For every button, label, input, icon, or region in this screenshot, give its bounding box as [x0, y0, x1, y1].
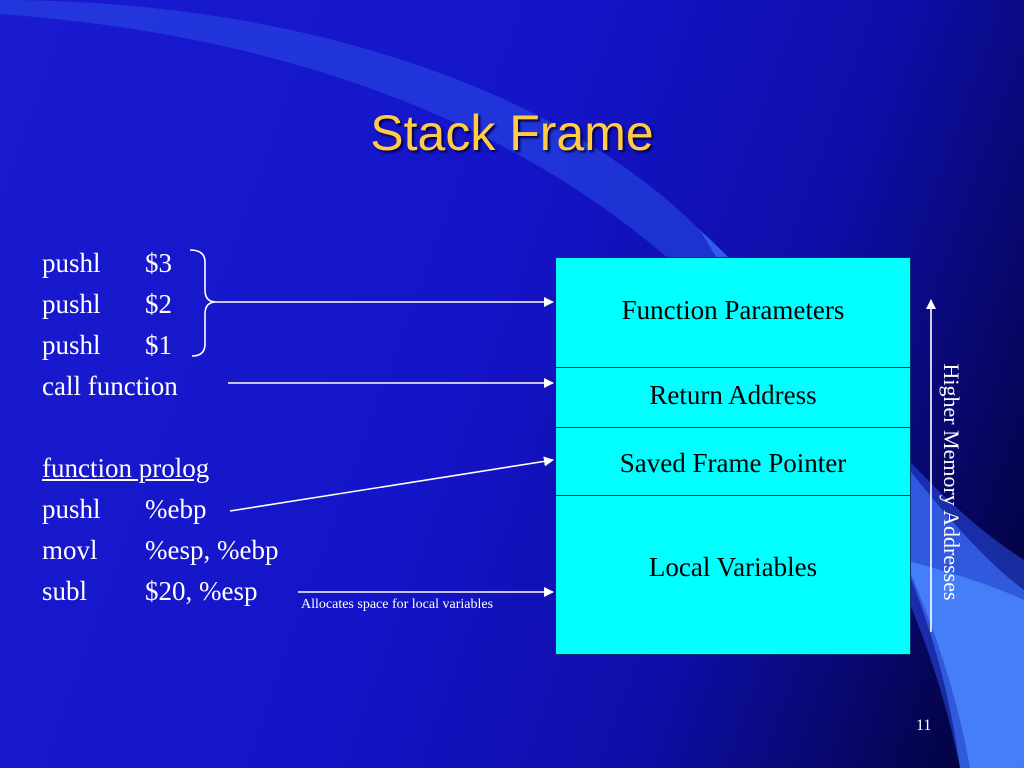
code-line: pushl %ebp — [42, 492, 206, 526]
stack-cell-label: Function Parameters — [621, 295, 845, 325]
code-opcode: pushl — [42, 248, 101, 278]
brace-params — [189, 249, 217, 357]
arrow-saved-frame-pointer — [229, 456, 554, 512]
code-text: call function — [42, 371, 178, 401]
code-operand: %ebp — [145, 494, 207, 524]
stack-cell-saved-frame-pointer: Saved Frame Pointer — [556, 428, 910, 496]
slide-title: Stack Frame — [370, 105, 654, 161]
code-opcode: pushl — [42, 494, 101, 524]
code-opcode: movl — [42, 535, 98, 565]
code-line: call function — [42, 369, 178, 403]
code-operand: %esp, %ebp — [145, 535, 279, 565]
code-opcode: subl — [42, 576, 88, 606]
stack-cell-label: Local Variables — [648, 552, 818, 582]
code-operand: $1 — [145, 330, 172, 360]
slide-number: 11 — [916, 717, 932, 734]
local-variables-note: Allocates space for local variables — [301, 597, 494, 612]
code-line: function prolog — [42, 451, 209, 485]
code-operand: $2 — [145, 289, 172, 319]
code-operand: $3 — [145, 248, 172, 278]
stack-cell-label: Return Address — [649, 380, 817, 410]
code-opcode: pushl — [42, 289, 101, 319]
code-line: movl %esp, %ebp — [42, 533, 278, 567]
stack-cell-local-variables: Local Variables — [556, 496, 910, 656]
code-section-heading: function prolog — [42, 453, 210, 483]
stack-frame-diagram: Function Parameters Return Address Saved… — [555, 257, 911, 655]
stack-cell-function-parameters: Function Parameters — [556, 258, 910, 368]
code-line: pushl $2 — [42, 287, 172, 321]
code-line: pushl $1 — [42, 328, 172, 362]
code-opcode: pushl — [42, 330, 101, 360]
code-line: subl $20, %esp — [42, 574, 257, 608]
code-operand: $20, %esp — [145, 576, 258, 606]
code-line: pushl $3 — [42, 246, 172, 280]
higher-memory-label: Higher Memory Addresses — [939, 363, 964, 601]
stack-cell-return-address: Return Address — [556, 368, 910, 428]
stack-cell-label: Saved Frame Pointer — [619, 448, 847, 478]
